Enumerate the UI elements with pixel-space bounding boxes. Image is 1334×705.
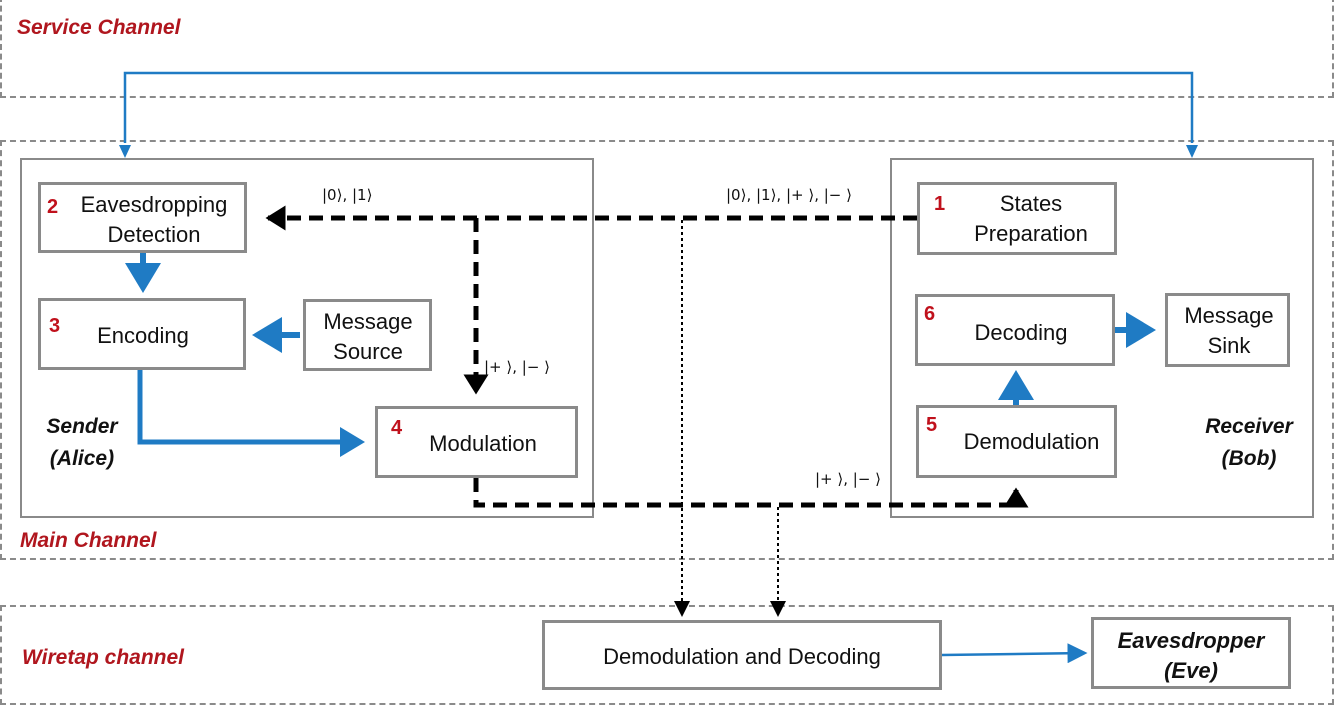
- receiver-frame: [890, 158, 1314, 518]
- service-channel-region: [0, 0, 1334, 98]
- modulation-to-bob-quantum-link: [473, 478, 1029, 508]
- states-preparation-line1: States: [999, 191, 1063, 216]
- message-sink-label: Message Sink: [1168, 301, 1290, 361]
- all-states-label: |0⟩, |1⟩, |+ ⟩, |− ⟩: [726, 186, 852, 204]
- main-channel-region: [0, 140, 1334, 560]
- step-number-1: 1: [934, 193, 946, 215]
- step-number-5: 5: [926, 414, 938, 436]
- step-number-2: 2: [47, 196, 59, 218]
- x-basis-to-bob-label: |+ ⟩, |− ⟩: [815, 470, 882, 488]
- service-channel-label: Service Channel: [17, 16, 181, 39]
- states-preparation-block: 1 States Preparation: [917, 182, 1117, 255]
- modulation-block: 4 Modulation: [375, 406, 578, 478]
- wiretap-to-eve-arrow: [941, 643, 1088, 664]
- eavesdropper-label: Eavesdropper (Eve): [1094, 626, 1288, 686]
- x-basis-to-modulation-label: |+ ⟩, |− ⟩: [484, 358, 551, 376]
- decoding-block: 6 Decoding: [915, 294, 1115, 366]
- message-sink-line1: Message: [1184, 303, 1274, 328]
- receiver-alias: (Bob): [1221, 447, 1277, 470]
- eavesdropping-detection-label: Eavesdropping Detection: [61, 190, 247, 250]
- sender-label: Sender (Alice): [30, 411, 134, 475]
- eavesdropper-name: Eavesdropper: [1117, 628, 1265, 653]
- service-channel-link: [123, 71, 1194, 143]
- receiver-name: Receiver: [1205, 415, 1293, 438]
- eavesdropping-detection-line1: Eavesdropping: [80, 192, 228, 217]
- encoding-block: 3 Encoding: [38, 298, 246, 370]
- receiver-label: Receiver (Bob): [1190, 411, 1308, 475]
- message-sink-block: Message Sink: [1165, 293, 1290, 367]
- states-preparation-line2: Preparation: [974, 221, 1088, 246]
- demodulation-label: Demodulation: [963, 429, 1100, 454]
- message-source-block: Message Source: [303, 299, 432, 371]
- eavesdropping-detection-block: 2 Eavesdropping Detection: [38, 182, 247, 253]
- states-preparation-label: States Preparation: [950, 189, 1112, 249]
- sender-name: Sender: [46, 415, 118, 438]
- wiretap-channel-label: Wiretap channel: [22, 646, 185, 669]
- main-channel-label: Main Channel: [20, 529, 157, 552]
- eavesdropper-alias: (Eve): [1164, 658, 1218, 683]
- step-number-6: 6: [924, 303, 936, 325]
- modulation-label: Modulation: [429, 431, 537, 456]
- wiretap-channel-region: [0, 605, 1334, 705]
- step-number-4: 4: [391, 417, 403, 439]
- message-source-label: Message Source: [306, 307, 430, 367]
- encoding-to-modulation-arrow: [137, 370, 365, 457]
- demodulation-block: 5 Demodulation: [916, 405, 1117, 478]
- message-source-line2: Source: [333, 339, 403, 364]
- step-number-3: 3: [49, 315, 61, 337]
- decoding-label: Decoding: [974, 320, 1068, 345]
- message-source-line1: Message: [323, 309, 413, 334]
- eavesdropping-detection-line2: Detection: [107, 222, 201, 247]
- wiretap-demodulation-decoding-label: Demodulation and Decoding: [603, 644, 881, 669]
- sender-alias: (Alice): [49, 447, 115, 470]
- encoding-label: Encoding: [97, 323, 189, 348]
- message-sink-line2: Sink: [1207, 333, 1251, 358]
- eavesdropper-block: Eavesdropper (Eve): [1091, 617, 1291, 689]
- z-basis-states-label: |0⟩, |1⟩: [322, 186, 373, 204]
- wiretap-demodulation-decoding-block: Demodulation and Decoding: [542, 620, 942, 690]
- sender-frame: [20, 158, 594, 518]
